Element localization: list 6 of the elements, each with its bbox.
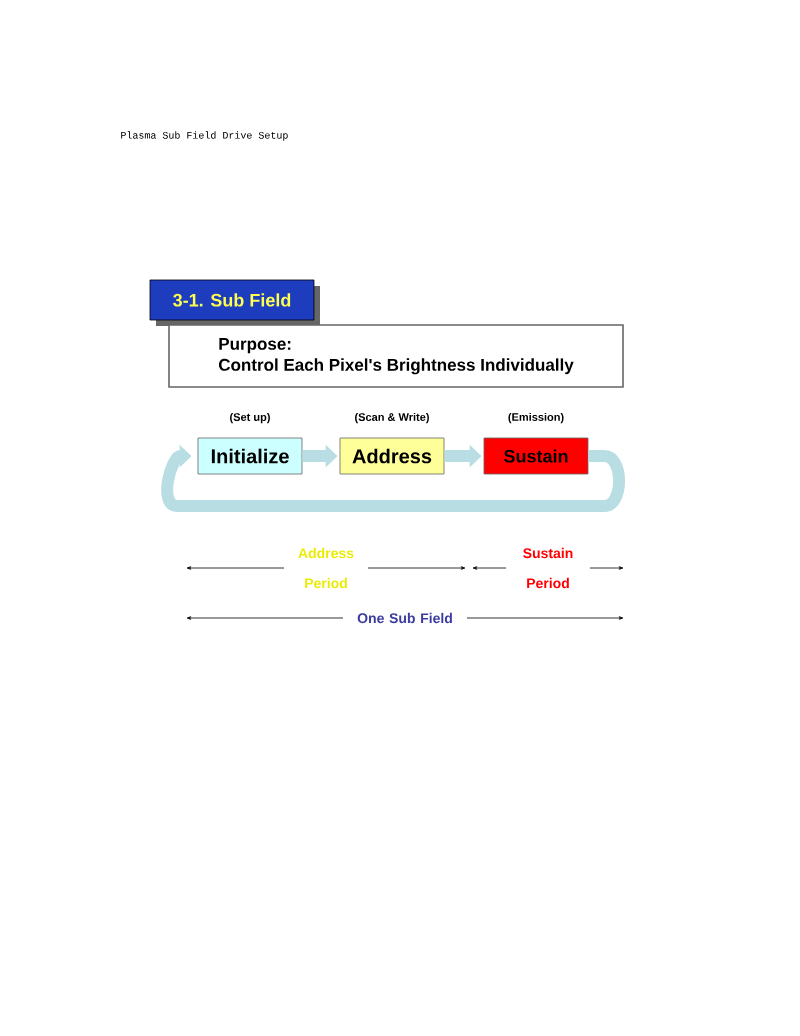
- step-box: Initialize: [197, 437, 303, 475]
- arrow: [161, 444, 625, 512]
- step-box: Address: [339, 437, 445, 475]
- step-box: Sustain: [483, 437, 589, 475]
- purpose-box: Purpose: Control Each Pixel's Brightness Individually: [168, 324, 624, 388]
- title-banner: 3-1. Sub Field: [149, 279, 320, 326]
